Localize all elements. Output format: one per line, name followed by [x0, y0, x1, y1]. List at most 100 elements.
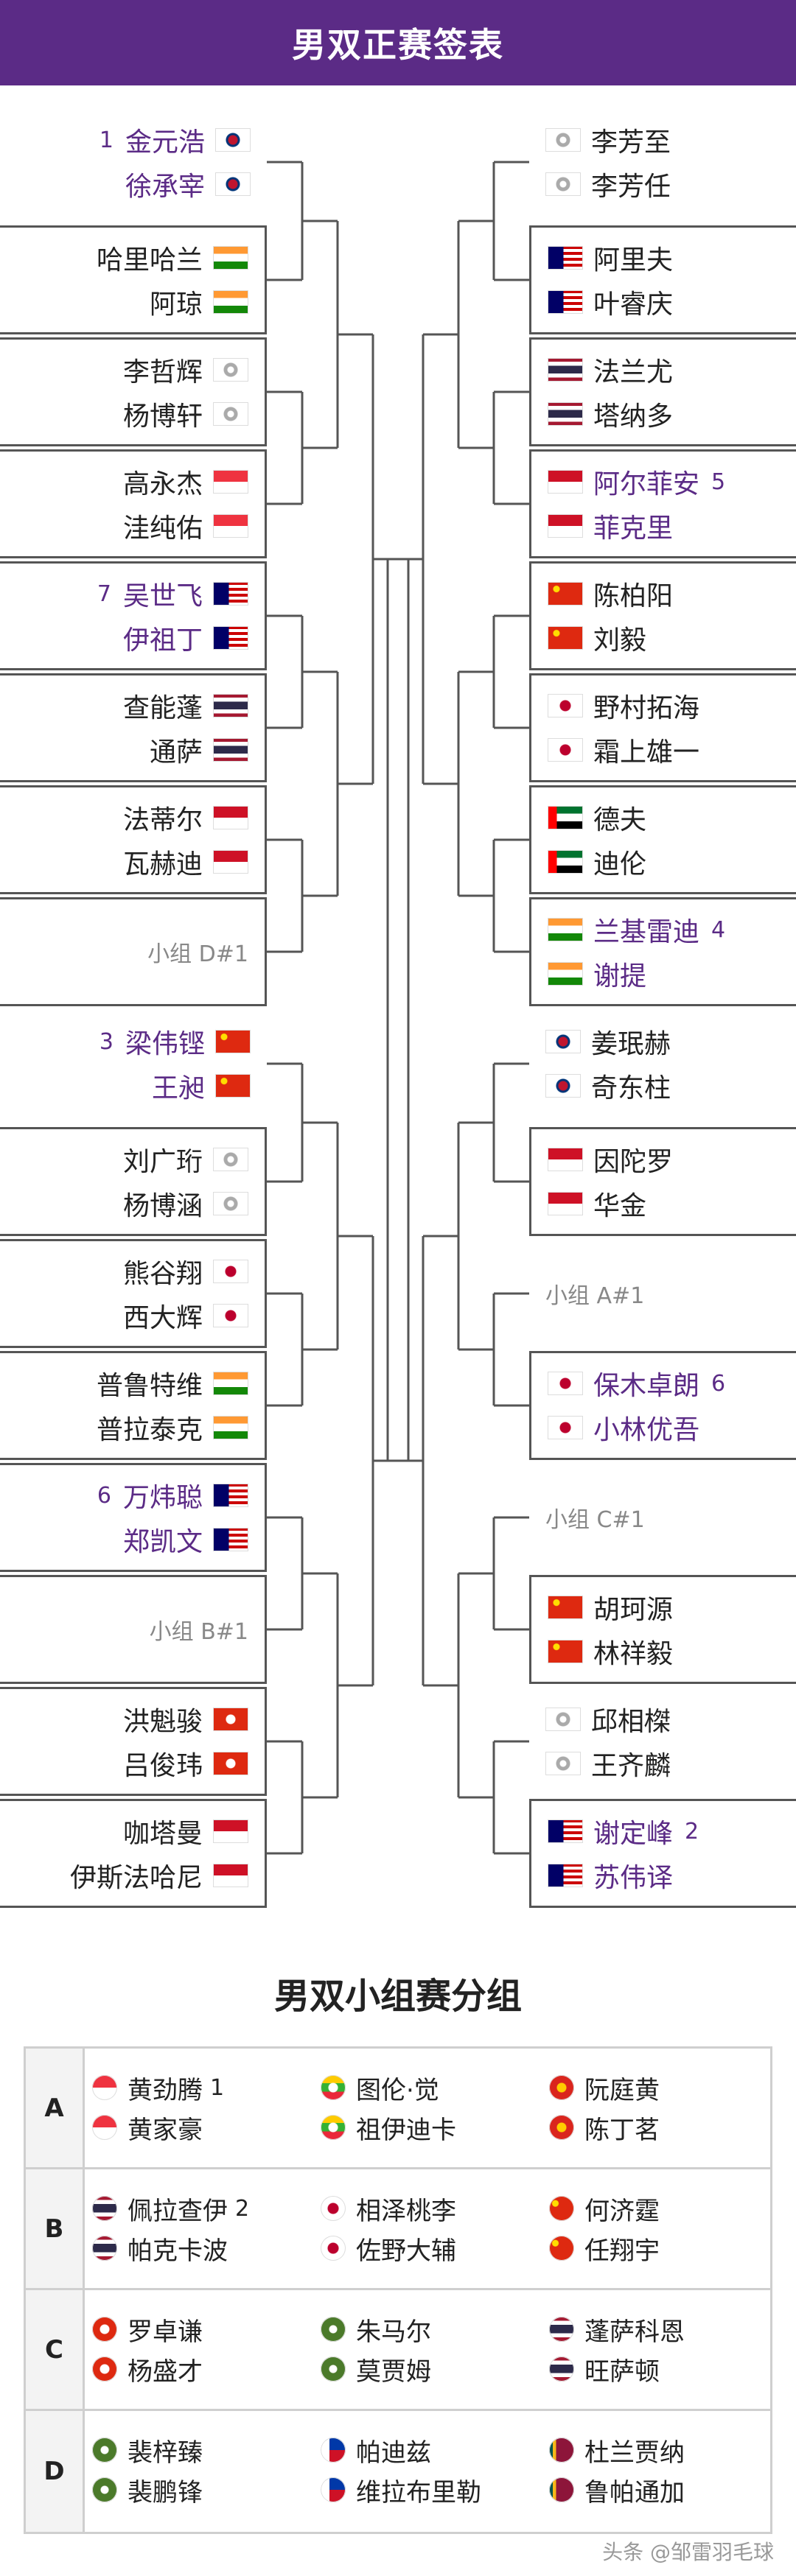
draw-entry[interactable]: 法蒂尔瓦赫迪: [0, 785, 267, 894]
draw-entry[interactable]: 小组 D#1: [0, 897, 267, 1006]
group-team[interactable]: 蓬萨科恩旺萨顿: [549, 2309, 755, 2389]
player-name: 莫贾姆: [356, 2356, 431, 2387]
player-row: 鲁帕通加: [549, 2470, 755, 2510]
draw-entry[interactable]: 熊谷翔西大辉: [0, 1239, 267, 1348]
player-row: 苏伟译: [531, 1853, 673, 1898]
player-name: 谢定峰: [593, 1819, 674, 1849]
draw-entry[interactable]: 姜珉赫奇东柱: [529, 1009, 796, 1118]
player-name: 西大辉: [122, 1303, 203, 1333]
player-name: 相泽桃李: [356, 2196, 456, 2226]
player-row: 祖伊迪卡: [321, 2108, 527, 2147]
flag-lk-icon: [549, 2477, 574, 2502]
flag-id-icon: [213, 806, 248, 829]
player-row: 李芳任: [529, 162, 671, 206]
player-name: 帕迪兹: [356, 2438, 431, 2468]
player-row: 高永杰: [123, 460, 265, 504]
player-name: 野村拓海: [593, 693, 700, 723]
group-team[interactable]: 罗卓谦杨盛才: [92, 2309, 298, 2389]
group-team[interactable]: 帕迪兹维拉布里勒: [321, 2430, 527, 2510]
draw-entry[interactable]: 小组 A#1: [529, 1239, 796, 1348]
player-name: 吕俊玮: [122, 1751, 203, 1781]
flag-th-icon: [549, 2356, 574, 2382]
flag-lk-icon: [549, 2438, 574, 2463]
flag-my-icon: [213, 626, 248, 650]
player-name: 旺萨顿: [584, 2356, 660, 2387]
player-name: 普拉泰克: [96, 1415, 203, 1445]
flag-jp-icon: [213, 1304, 248, 1327]
draw-entry[interactable]: 刘广珩杨博涵: [0, 1127, 267, 1236]
player-row: 李哲辉: [123, 348, 265, 392]
group-team[interactable]: 朱马尔莫贾姆: [321, 2309, 527, 2389]
flag-my-icon: [213, 1484, 248, 1507]
flag-cn-icon: [549, 2196, 574, 2221]
seed-number: 6: [711, 1370, 726, 1397]
player-name: 查能蓬: [122, 693, 203, 723]
flag-cn-icon: [215, 1030, 251, 1053]
player-row: 洼纯佑: [123, 504, 265, 548]
player-name: 哈里哈兰: [96, 245, 203, 276]
player-row: 查能蓬: [123, 684, 265, 728]
player-row: 迪伦: [531, 840, 646, 884]
draw-entry[interactable]: 咖塔曼伊斯法哈尼: [0, 1799, 267, 1908]
group-team[interactable]: 相泽桃李佐野大辅: [321, 2189, 527, 2268]
draw-entry[interactable]: 普鲁特维普拉泰克: [0, 1351, 267, 1460]
flag-jp-icon: [548, 694, 583, 717]
draw-entry[interactable]: 法兰尤塔纳多: [529, 337, 796, 446]
group-team[interactable]: 阮庭黄陈丁茗: [549, 2068, 755, 2147]
draw-entry[interactable]: 小组 C#1: [529, 1463, 796, 1572]
player-name: 通萨: [149, 737, 203, 768]
flag-jp-icon: [548, 1372, 583, 1395]
seed-number: 2: [685, 1818, 699, 1845]
flag-cn-icon: [215, 1074, 251, 1098]
player-row: 何济霆: [549, 2189, 755, 2228]
player-name: 姜珉赫: [591, 1029, 671, 1059]
draw-entry[interactable]: 洪魁骏吕俊玮: [0, 1687, 267, 1796]
player-row: 熊谷翔: [123, 1249, 265, 1294]
flag-cn-icon: [548, 582, 583, 606]
draw-entry[interactable]: 阿里夫叶睿庆: [529, 225, 796, 334]
draw-entry[interactable]: 谢定峰 2 苏伟译: [529, 1799, 796, 1908]
flag-kr-icon: [215, 172, 251, 196]
draw-entry[interactable]: 邱相榤王齐麟: [529, 1687, 796, 1796]
player-name: 刘广珩: [122, 1147, 203, 1177]
player-name: 普鲁特维: [96, 1371, 203, 1401]
draw-entry[interactable]: 德夫迪伦: [529, 785, 796, 894]
group-team[interactable]: 裴梓臻裴鹏锋: [92, 2430, 298, 2510]
player-row: 西大辉: [123, 1294, 265, 1338]
player-name: 杜兰贾纳: [584, 2438, 685, 2468]
flag-tw-icon: [213, 402, 248, 426]
draw-entry[interactable]: 陈柏阳刘毅: [529, 561, 796, 670]
group-team[interactable]: 何济霆任翔宇: [549, 2189, 755, 2268]
flag-cn-icon: [549, 2236, 574, 2261]
flag-my-icon: [213, 582, 248, 606]
player-name: 瓦赫迪: [122, 849, 203, 880]
draw-entry[interactable]: 因陀罗华金: [529, 1127, 796, 1236]
player-row: 谢提: [531, 952, 646, 996]
flag-th-icon: [213, 694, 248, 717]
group-team[interactable]: 图伦·觉祖伊迪卡: [321, 2068, 527, 2147]
player-row: 胡珂源: [531, 1585, 673, 1629]
group-team[interactable]: 杜兰贾纳鲁帕通加: [549, 2430, 755, 2510]
draw-entry[interactable]: 小组 B#1: [0, 1575, 267, 1684]
flag-hk-icon: [213, 1708, 248, 1731]
flag-jp-icon: [548, 738, 583, 762]
draw-entry[interactable]: 胡珂源林祥毅: [529, 1575, 796, 1684]
draw-entry[interactable]: 李芳至李芳任: [529, 108, 796, 217]
draw-entry[interactable]: 高永杰洼纯佑: [0, 449, 267, 558]
draw-entry[interactable]: 野村拓海霜上雄一: [529, 673, 796, 782]
draw-entry[interactable]: 哈里哈兰阿琼: [0, 225, 267, 334]
draw-entry[interactable]: 李哲辉杨博轩: [0, 337, 267, 446]
draw-entry[interactable]: 查能蓬通萨: [0, 673, 267, 782]
player-row: 野村拓海: [531, 684, 699, 728]
